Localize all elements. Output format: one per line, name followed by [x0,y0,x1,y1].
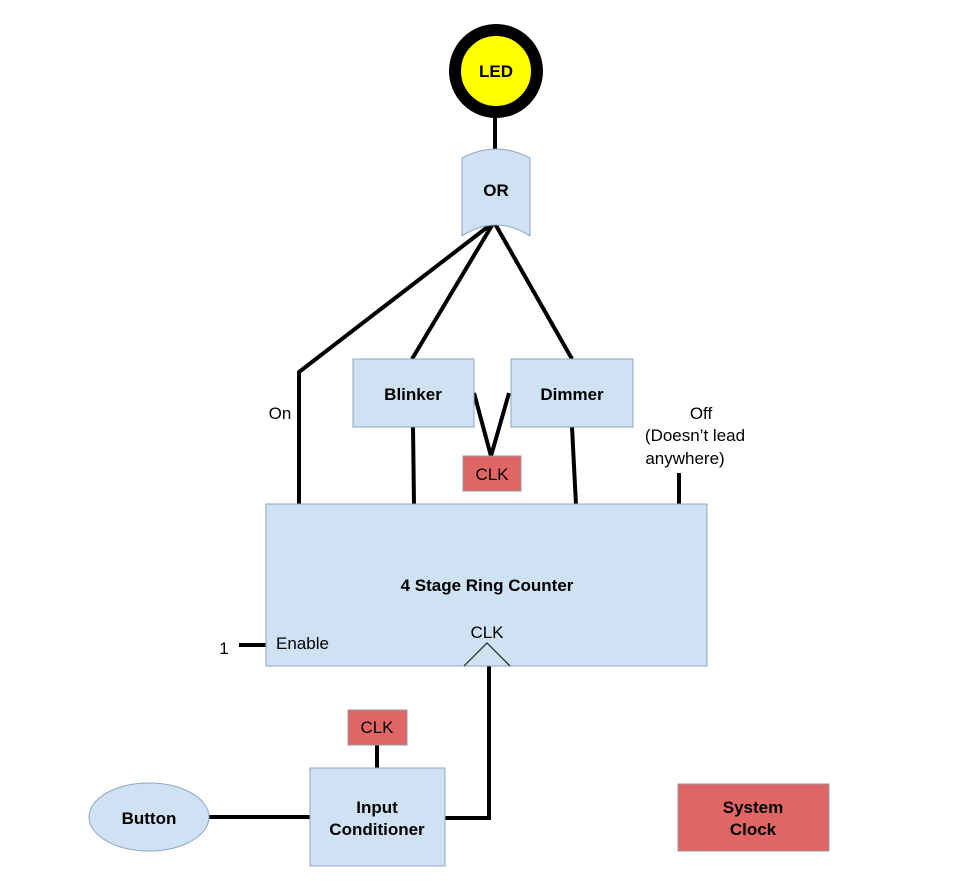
input-conditioner-box [309,767,446,867]
input-conditioner-line1: Input [356,798,398,817]
wire-or-on [297,220,496,504]
or-gate-shape [461,148,531,237]
off-label-line2: (Doesn’t lead [645,426,745,445]
input-conditioner: Input Conditioner [309,767,446,867]
ring-counter-clk-triangle [463,642,511,667]
ring-counter-enable-label: Enable [276,634,329,653]
ring-counter-box [265,503,708,667]
ring-counter-label: 4 Stage Ring Counter [401,576,574,595]
wire-clk-blinker-dimmer [472,392,511,464]
wire-conditioner-counter-clk [445,666,491,820]
enable-value: 1 [219,639,228,658]
or-gate: OR [461,148,531,237]
system-clock-line2: Clock [730,820,777,839]
wire-dimmer-counter [570,426,578,506]
button-label: Button [122,809,177,828]
input-conditioner-line2: Conditioner [329,820,425,839]
dimmer-label: Dimmer [540,385,604,404]
button-ellipse [88,782,210,852]
or-gate-label: OR [483,181,509,200]
led: LED [449,24,543,118]
led-circle [449,24,543,118]
clk-input-box [347,709,408,746]
system-clock: System Clock [677,783,830,852]
button-block: Button [88,782,210,852]
led-label: LED [479,62,513,81]
system-clock-box [677,783,830,852]
wires [209,112,681,820]
off-label-line1: Off [690,404,713,423]
ring-counter-clk-label: CLK [470,623,504,642]
clk-input: CLK [347,709,408,746]
system-clock-line1: System [723,798,783,817]
clk-blinker-dimmer-box [462,455,522,492]
wire-or-dimmer [492,221,574,360]
clk-blinker-dimmer-label: CLK [475,465,509,484]
dimmer-block: Dimmer [510,358,634,428]
wire-blinker-counter [411,426,416,506]
wire-or-blinker [410,220,496,361]
blinker-box [352,358,475,428]
clk-blinker-dimmer: CLK [462,455,522,492]
clk-input-label: CLK [360,718,394,737]
on-label: On [269,404,292,423]
dimmer-box [510,358,634,428]
off-label-line3: anywhere) [645,449,724,468]
blinker-block: Blinker [352,358,475,428]
ring-counter: 4 Stage Ring Counter Enable CLK [265,503,708,667]
blinker-label: Blinker [384,385,442,404]
